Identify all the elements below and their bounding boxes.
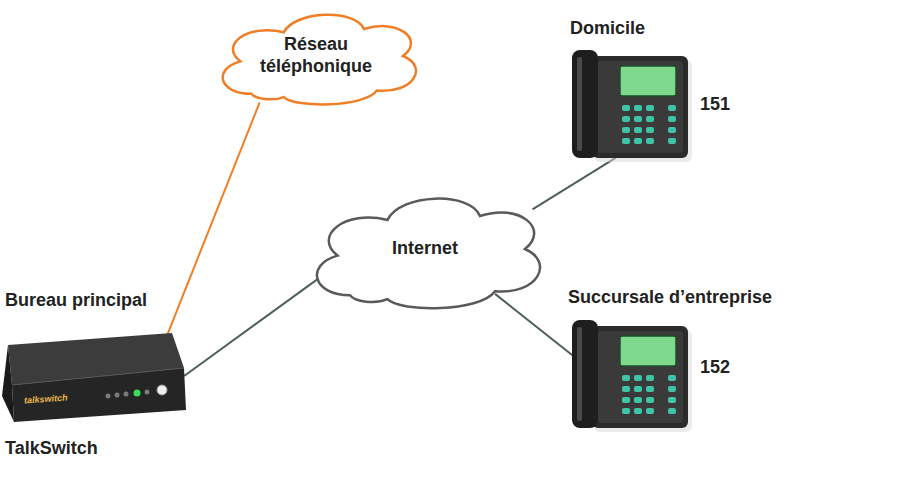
phone-node: Succursale d’entreprise152 (570, 320, 690, 430)
device-node: Bureau principalTalkSwitch (0, 330, 186, 422)
phone-illustration (572, 320, 692, 432)
phone-illustration (572, 50, 692, 162)
network-cloud: Réseau téléphonique (208, 2, 425, 110)
node-label: TalkSwitch (5, 438, 98, 460)
node-heading: Domicile (570, 18, 645, 40)
node-label: 152 (700, 357, 730, 379)
network-link (167, 102, 259, 334)
internet-cloud: Internet (300, 183, 550, 315)
cloud-outline-path (222, 15, 415, 105)
node-heading: Bureau principal (5, 290, 147, 312)
network-link (184, 270, 330, 376)
cloud-outline-path (317, 199, 540, 309)
cloud-label: Internet (392, 238, 458, 260)
network-link (495, 294, 572, 355)
talkswitch-device (2, 333, 186, 422)
node-heading: Succursale d’entreprise (568, 287, 772, 309)
node-label: 151 (700, 94, 730, 116)
cloud-label: Réseau téléphonique (251, 34, 381, 77)
network-link (533, 158, 616, 210)
phone-node: Domicile151 (570, 50, 690, 160)
